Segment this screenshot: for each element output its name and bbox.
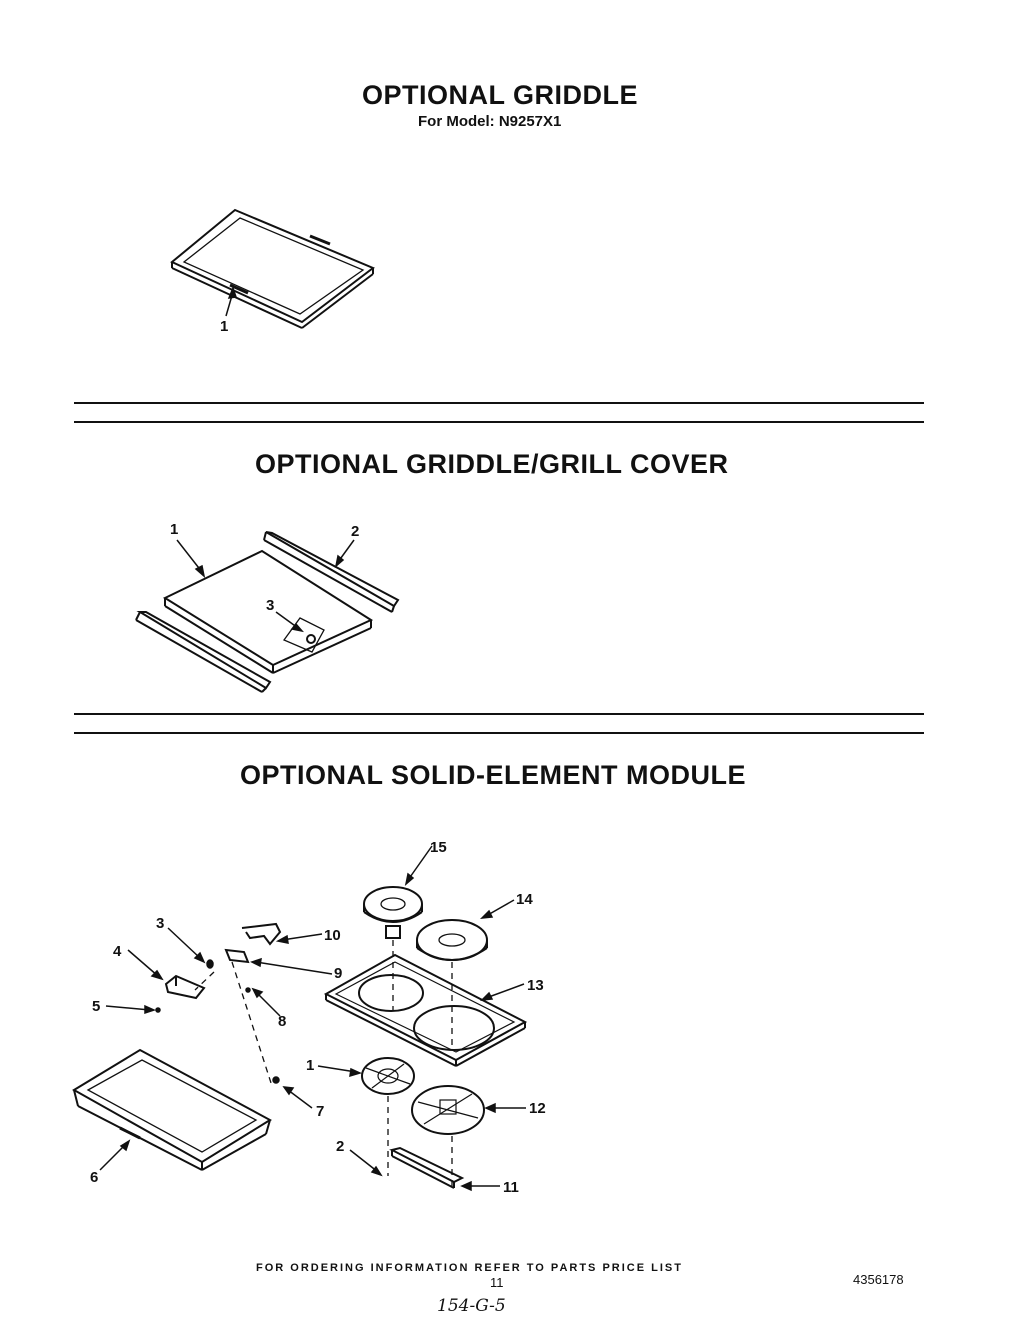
callout-module-8: 8	[278, 1013, 286, 1030]
handwritten-note: 154-G-5	[437, 1296, 506, 1316]
callout-module-1: 1	[306, 1057, 314, 1074]
solid-element-14-drawing	[416, 919, 488, 961]
callout-module-5: 5	[92, 998, 100, 1015]
callout-module-12: 12	[529, 1100, 546, 1117]
screws-drawing	[155, 959, 280, 1084]
grill-rail-left-drawing	[135, 611, 272, 693]
callout-module-7: 7	[316, 1103, 324, 1120]
callout-module-2: 2	[336, 1138, 344, 1155]
callout-grill-cover-2: 2	[351, 523, 359, 540]
element-reflector-12-drawing	[411, 1085, 485, 1135]
callout-grill-cover-1: 1	[170, 521, 178, 538]
document-number: 4356178	[853, 1272, 904, 1287]
module-top-plate-13-drawing	[323, 953, 528, 1067]
callout-grill-cover-3: 3	[266, 597, 274, 614]
solid-element-15-drawing	[363, 886, 423, 939]
grill-rail-right-drawing	[263, 531, 400, 613]
callout-module-11: 11	[503, 1179, 519, 1196]
model-subtitle: For Model: N9257X1	[418, 113, 562, 130]
callout-leaders-module	[99, 845, 526, 1192]
element-reflector-1-drawing	[361, 1057, 415, 1095]
griddle-plate-drawing	[170, 208, 375, 329]
callout-module-3: 3	[156, 915, 164, 932]
page-number: 11	[490, 1275, 504, 1290]
callout-module-13: 13	[527, 977, 544, 994]
divider-rule	[74, 713, 924, 715]
module-pan-6-drawing	[72, 1048, 272, 1171]
block-4-drawing	[164, 974, 206, 1000]
section-title-solid-element-module: OPTIONAL SOLID-ELEMENT MODULE	[240, 760, 746, 790]
callout-leader-griddle-1	[225, 285, 237, 317]
divider-rule	[74, 402, 924, 404]
bracket-11-drawing	[389, 1146, 465, 1189]
section-title-griddle-grill-cover: OPTIONAL GRIDDLE/GRILL COVER	[255, 449, 729, 479]
block-9-drawing	[224, 948, 250, 964]
section-title-griddle: OPTIONAL GRIDDLE	[362, 80, 639, 110]
alignment-lines	[194, 940, 453, 1186]
callout-module-14: 14	[516, 891, 533, 908]
callout-griddle-1: 1	[220, 318, 228, 335]
callout-module-9: 9	[334, 965, 342, 982]
divider-rule	[74, 421, 924, 423]
callout-module-15: 15	[430, 839, 447, 856]
callout-module-4: 4	[113, 943, 122, 960]
ordering-info-text: FOR ORDERING INFORMATION REFER TO PARTS …	[256, 1262, 683, 1274]
divider-rule	[74, 732, 924, 734]
bracket-10-drawing	[241, 922, 282, 946]
callout-module-10: 10	[324, 927, 341, 944]
grill-cover-drawing	[162, 549, 374, 674]
callout-module-6: 6	[90, 1169, 98, 1186]
callout-leaders-grill-cover	[176, 539, 355, 633]
